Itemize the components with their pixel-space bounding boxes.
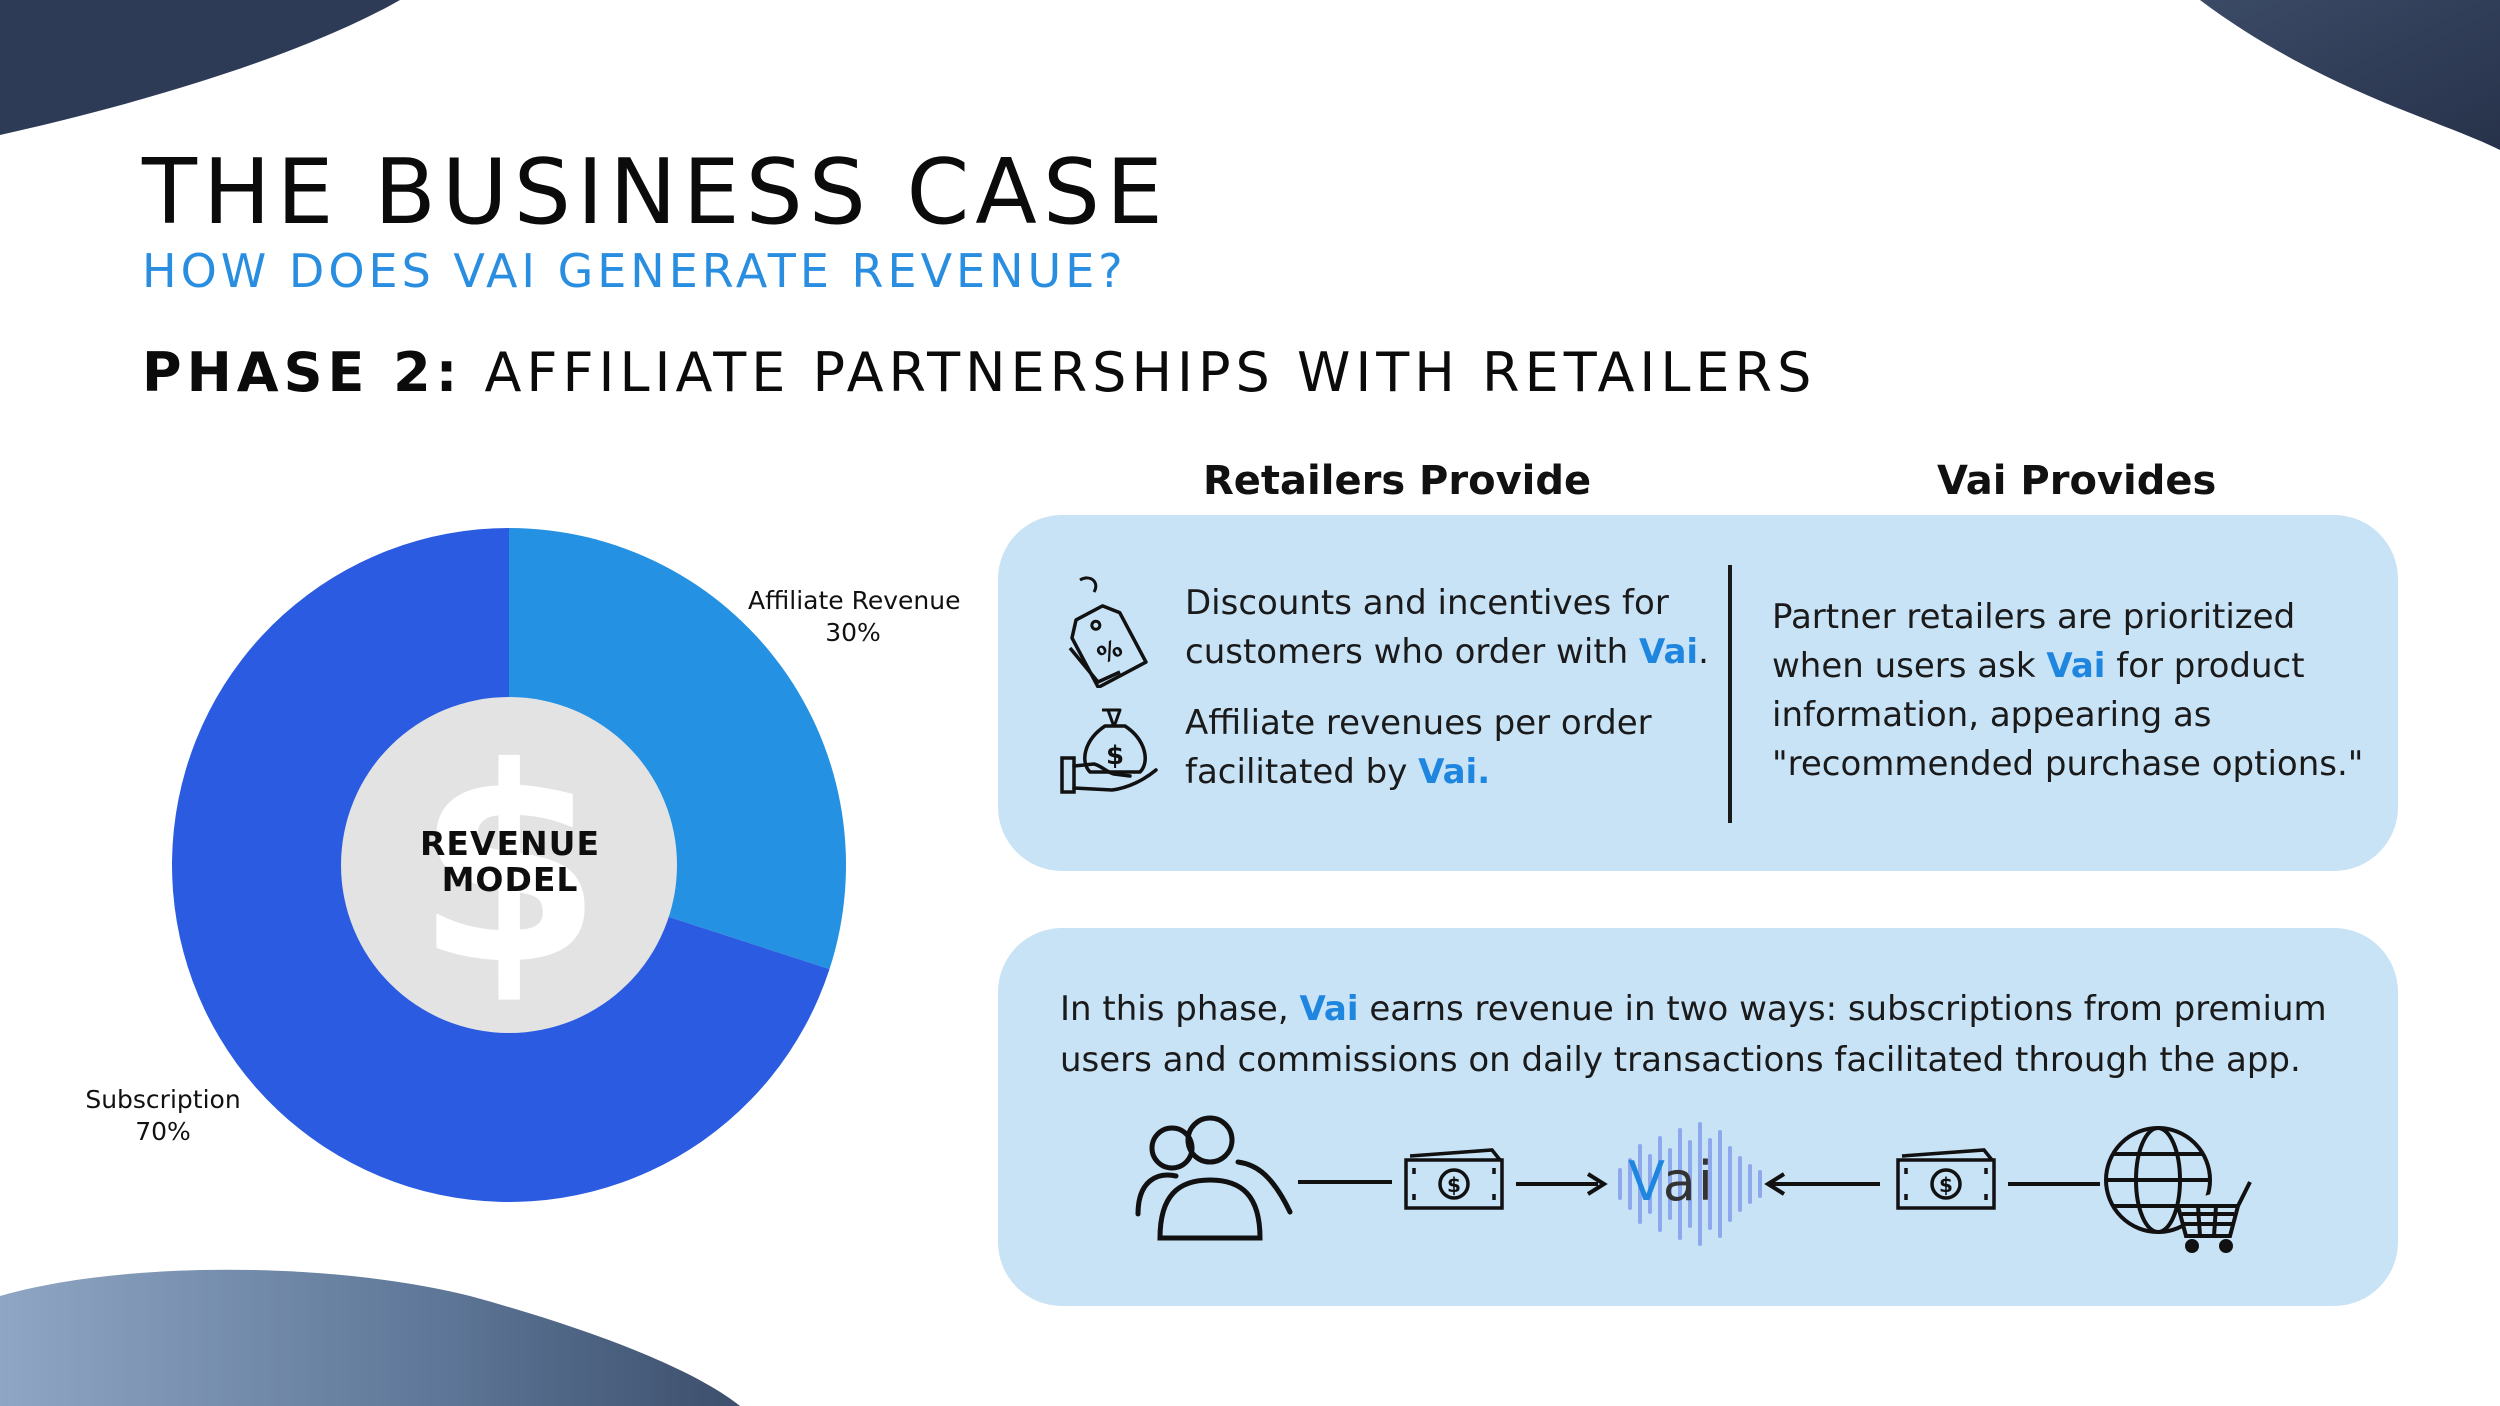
discounts-line2: customers who order with Vai. (1185, 628, 1709, 677)
center-label-line1: REVENUE (420, 824, 600, 863)
subscription-slice-label: Subscription 70% (78, 1084, 248, 1148)
affiliate-line1: Affiliate revenues per order (1185, 703, 1652, 743)
vai-soundwave-icon (1618, 1122, 1762, 1246)
retailer-item-discounts: Discounts and incentives for customers w… (1185, 579, 1709, 677)
discount-tag-icon: % (1068, 576, 1148, 688)
vai-logo-v: V (1628, 1150, 1663, 1213)
svg-text:$: $ (1106, 741, 1124, 771)
page-title: THE BUSINESS CASE (142, 140, 1169, 245)
vai-provides-line3: information, appearing as (1772, 695, 2212, 735)
vai-provides-heading: Vai Provides (1937, 458, 2217, 504)
discounts-line1: Discounts and incentives for (1185, 583, 1669, 623)
affiliate-line2-text: facilitated by (1185, 752, 1419, 792)
vai-provides-line4: "recommended purchase options." (1772, 744, 2364, 784)
page-subtitle: HOW DOES VAI GENERATE REVENUE? (142, 244, 1127, 298)
vai-logo-rest: ai (1662, 1150, 1715, 1213)
svg-text:$: $ (1447, 1173, 1461, 1197)
subscription-slice-percent: 70% (135, 1117, 191, 1146)
vai-provides-text: Partner retailers are prioritized when u… (1772, 593, 2363, 789)
vai-logo-word: Vai (1628, 1155, 1715, 1209)
vai-provides-brand: Vai (2046, 646, 2106, 686)
summary-line1: In this phase, Vai earns revenue in two … (1060, 984, 2327, 1035)
affiliate-vai-brand: Vai (1418, 752, 1478, 792)
donut-hole (341, 697, 677, 1033)
svg-text:%: % (1093, 634, 1127, 670)
affiliate-slice-name: Affiliate Revenue (748, 586, 961, 615)
cash-icon: $ (1404, 1148, 1504, 1210)
vai-provides-line2-post: for product (2105, 646, 2305, 686)
subscription-slice-name: Subscription (85, 1085, 241, 1114)
affiliate-line2-end: . (1477, 752, 1491, 792)
money-bag-hand-icon: $ (1060, 708, 1158, 794)
affiliate-slice-percent: 30% (825, 618, 881, 647)
phase-heading: PHASE 2: AFFILIATE PARTNERSHIPS WITH RET… (142, 346, 1816, 400)
discounts-line2-end: . (1698, 632, 1709, 672)
phase-text: AFFILIATE PARTNERSHIPS WITH RETAILERS (484, 341, 1817, 404)
summary-text: In this phase, Vai earns revenue in two … (1060, 984, 2327, 1086)
summary-line1-post: earns revenue in two ways: subscriptions… (1358, 989, 2327, 1029)
summary-line1-pre: In this phase, (1060, 989, 1300, 1029)
affiliate-line2: facilitated by Vai. (1185, 748, 1652, 797)
affiliate-slice-label: Affiliate Revenue 30% (748, 585, 961, 649)
revenue-flow-diagram: $ $ (1135, 1115, 2252, 1253)
svg-text:$: $ (1939, 1173, 1953, 1197)
retailers-provide-heading: Retailers Provide (1203, 458, 1592, 504)
discounts-line2-text: customers who order with (1185, 632, 1640, 672)
phase-prefix: PHASE 2: (142, 341, 463, 404)
users-icon (1135, 1115, 1293, 1241)
corner-blob-bottom-left (0, 1269, 740, 1406)
vai-provides-line2-pre: when users ask (1772, 646, 2047, 686)
corner-blob-top-left (0, 0, 400, 135)
dollar-watermark-icon: $ (415, 709, 603, 1024)
chart-center-label: REVENUE MODEL (340, 826, 680, 898)
vai-provides-line1: Partner retailers are prioritized (1772, 597, 2296, 637)
revenue-donut-chart: $ (172, 528, 846, 1202)
vai-provides-line2: when users ask Vai for product (1772, 642, 2363, 691)
retailer-item-affiliate-revenue: Affiliate revenues per order facilitated… (1185, 699, 1652, 797)
provides-card (998, 515, 2398, 871)
summary-line2: users and commissions on daily transacti… (1060, 1040, 2301, 1080)
globe-cart-icon (2104, 1126, 2252, 1253)
center-label-line2: MODEL (441, 860, 579, 899)
summary-vai-brand: Vai (1299, 989, 1359, 1029)
discounts-vai-brand: Vai (1639, 632, 1699, 672)
column-divider (1728, 565, 1732, 823)
cash-icon-right: $ (1896, 1148, 1996, 1210)
corner-blob-top-right (2200, 0, 2500, 150)
